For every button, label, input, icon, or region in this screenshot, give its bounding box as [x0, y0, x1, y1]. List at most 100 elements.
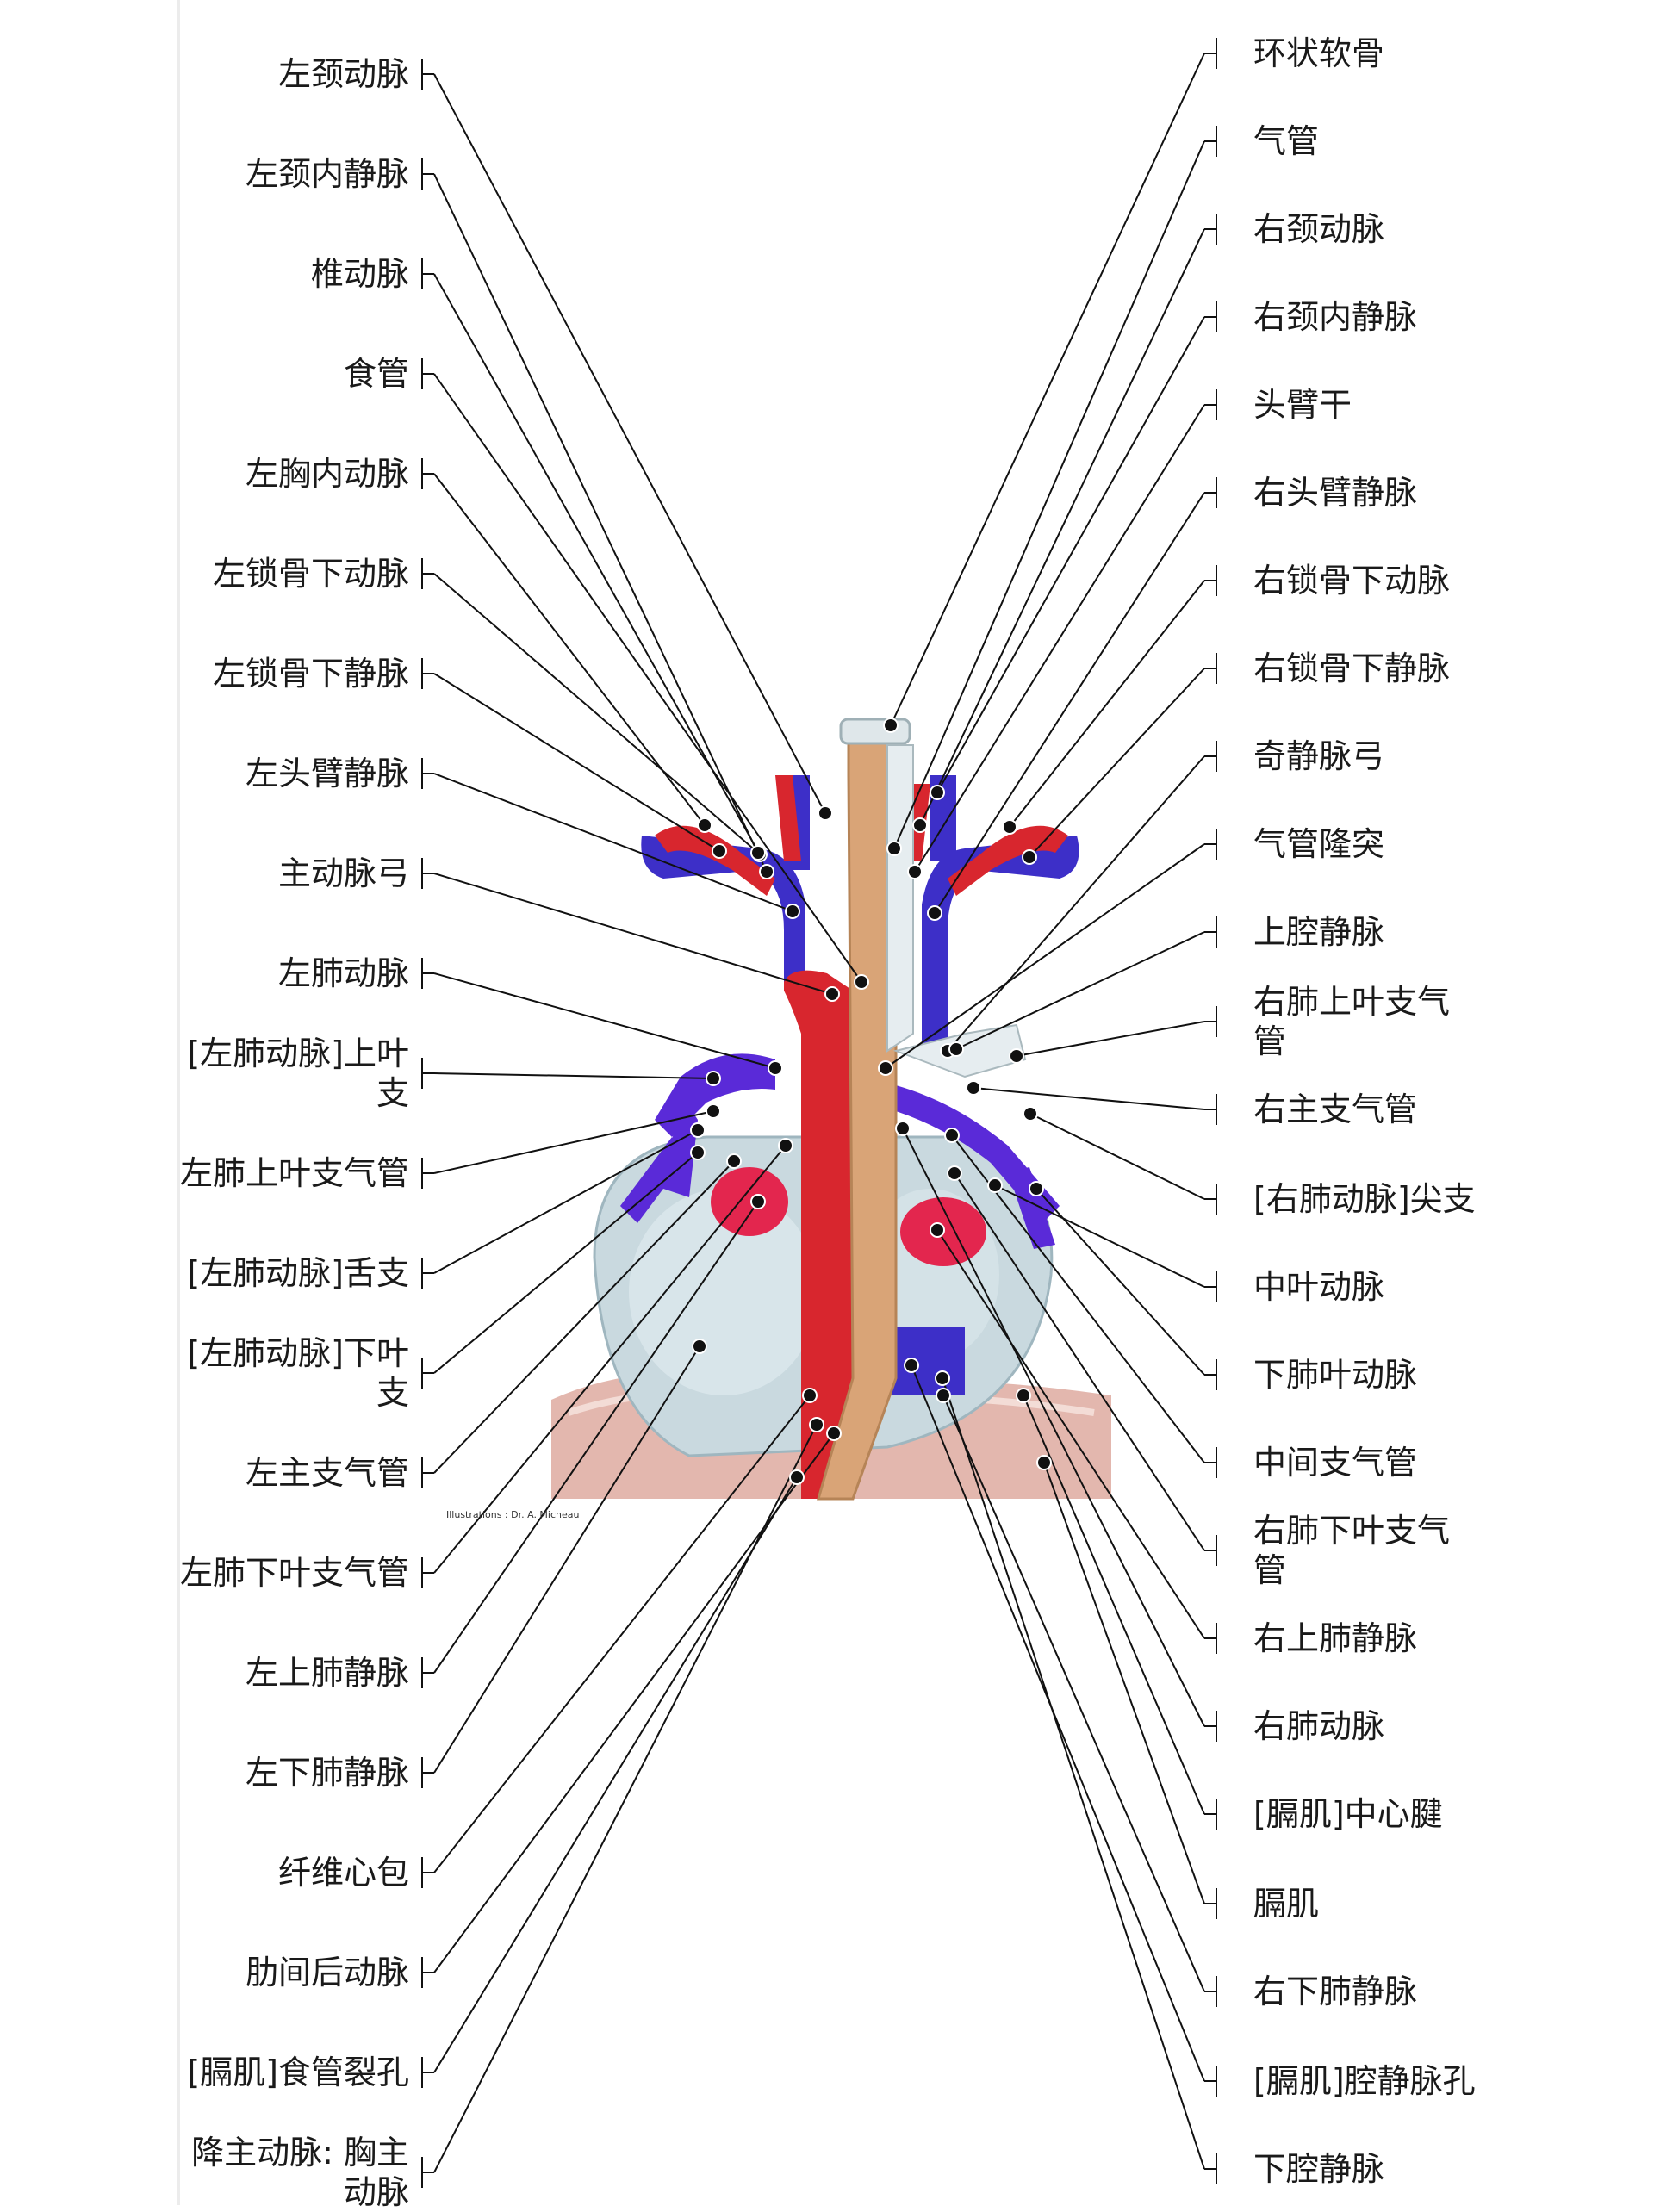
label-left-8: 主动脉弓: [277, 854, 409, 892]
right-leader-1: [893, 126, 1217, 849]
right-marker-dot-10: [948, 1041, 964, 1057]
label-left-12: [左肺动脉]舌支: [187, 1254, 409, 1292]
label-left-14: 左主支气管: [245, 1454, 409, 1492]
label-left-2: 椎动脉: [310, 255, 409, 293]
right-marker-dot-12: [966, 1080, 981, 1096]
left-leader-12: [421, 1129, 699, 1289]
left-leader-10: [421, 1058, 714, 1089]
right-leader-19: [902, 1128, 1217, 1742]
right-leader-24: [942, 1377, 1217, 2184]
right-leader-20: [1023, 1395, 1217, 1830]
left-leader-1: [421, 158, 768, 873]
right-marker-dot-18: [930, 1222, 945, 1238]
right-marker-dot-21: [1036, 1455, 1052, 1470]
left-marker-dot-19: [826, 1426, 842, 1441]
label-left-19: 肋间后动脉: [245, 1954, 409, 1991]
label-left-16: 左上肺静脉: [245, 1654, 409, 1692]
right-marker-dot-16: [944, 1128, 960, 1143]
label-left-20: [膈肌]食管裂孔: [187, 2054, 409, 2091]
left-leader-21: [421, 1424, 818, 2188]
label-right-3: 右颈内静脉: [1253, 298, 1418, 336]
label-right-4: 头臂干: [1253, 386, 1352, 424]
left-marker-dot-5: [750, 845, 766, 861]
label-right-21: 膈肌: [1253, 1885, 1320, 1923]
label-left-7: 左头臂静脉: [245, 755, 409, 792]
label-left-1: 左颈内静脉: [245, 155, 409, 193]
right-leader-6: [1009, 565, 1217, 828]
right-marker-dot-4: [907, 864, 923, 879]
right-leader-13: [1029, 1113, 1217, 1215]
left-leader-6: [421, 658, 720, 852]
left-marker-dot-18: [802, 1388, 818, 1403]
right-marker-dot-13: [1023, 1106, 1038, 1122]
left-leader-11: [421, 1110, 714, 1189]
label-right-1: 气管: [1253, 122, 1320, 160]
left-marker-dot-13: [690, 1145, 706, 1160]
left-leader-4: [421, 458, 706, 826]
label-left-11: 左肺上叶支气管: [179, 1154, 409, 1192]
left-marker-dot-17: [692, 1339, 707, 1354]
right-leader-17: [954, 1172, 1217, 1566]
left-marker-dot-0: [818, 805, 833, 821]
label-right-10: 上腔静脉: [1253, 913, 1385, 951]
left-leader-8: [421, 858, 833, 995]
right-leader-2: [919, 214, 1217, 826]
right-marker-dot-15: [1029, 1181, 1044, 1196]
right-leader-8: [947, 741, 1217, 1052]
left-leader-18: [421, 1395, 811, 1888]
right-leader-9: [885, 829, 1217, 1069]
label-right-5: 右头臂静脉: [1253, 474, 1418, 512]
label-left-0: 左颈动脉: [277, 55, 409, 93]
left-marker-dot-10: [706, 1071, 721, 1086]
right-marker-dot-22: [936, 1388, 951, 1403]
right-leader-18: [936, 1229, 1217, 1654]
right-leader-15: [1035, 1188, 1217, 1390]
right-marker-dot-3: [930, 785, 945, 800]
left-marker-dot-3: [854, 974, 869, 990]
right-marker-dot-23: [904, 1358, 919, 1373]
right-marker-dot-6: [1002, 819, 1017, 835]
label-right-2: 右颈动脉: [1253, 210, 1385, 248]
pulmonary-arteries: [620, 1053, 1060, 1249]
right-marker-dot-20: [1016, 1388, 1031, 1403]
label-left-10: [左肺动脉]上叶支: [187, 1035, 409, 1112]
left-leader-16: [421, 1201, 759, 1688]
right-leader-7: [1029, 653, 1217, 858]
left-leader-2: [421, 258, 761, 855]
label-right-11: 右肺上叶支气管: [1253, 983, 1451, 1060]
right-leader-3: [936, 301, 1217, 793]
left-marker-dot-12: [690, 1122, 706, 1138]
label-right-7: 右锁骨下静脉: [1253, 649, 1451, 687]
label-right-13: [右肺动脉]尖支: [1253, 1180, 1476, 1218]
right-leader-4: [914, 389, 1217, 873]
page-edge-divider: [177, 0, 180, 2205]
right-leader-21: [1043, 1462, 1217, 1919]
label-right-18: 右上肺静脉: [1253, 1619, 1418, 1657]
label-left-13: [左肺动脉]下叶支: [187, 1334, 409, 1412]
left-marker-dot-4: [697, 817, 712, 833]
label-right-8: 奇静脉弓: [1253, 737, 1385, 775]
label-right-24: 下腔静脉: [1253, 2150, 1385, 2188]
right-marker-dot-19: [895, 1121, 911, 1136]
left-marker-dot-14: [726, 1153, 742, 1169]
right-leader-12: [973, 1087, 1217, 1125]
left-marker-dot-6: [712, 843, 727, 859]
right-marker-dot-0: [883, 718, 899, 733]
left-marker-dot-9: [768, 1060, 783, 1076]
label-left-18: 纤维心包: [277, 1854, 409, 1892]
label-right-16: 中间支气管: [1253, 1444, 1418, 1482]
label-right-17: 右肺下叶支气管: [1253, 1512, 1451, 1589]
left-leader-20: [421, 1476, 798, 2088]
label-right-22: 右下肺静脉: [1253, 1973, 1418, 2010]
left-marker-dot-16: [750, 1194, 766, 1209]
label-right-14: 中叶动脉: [1253, 1268, 1385, 1306]
right-marker-dot-9: [878, 1060, 893, 1076]
label-right-6: 右锁骨下动脉: [1253, 562, 1451, 600]
right-marker-dot-14: [987, 1177, 1003, 1193]
left-marker-dot-21: [809, 1417, 824, 1432]
left-leader-5: [421, 558, 759, 854]
left-marker-dot-20: [789, 1469, 805, 1485]
marker-dots: [690, 718, 1052, 1485]
label-left-17: 左下肺静脉: [245, 1754, 409, 1792]
left-leader-7: [421, 758, 793, 912]
